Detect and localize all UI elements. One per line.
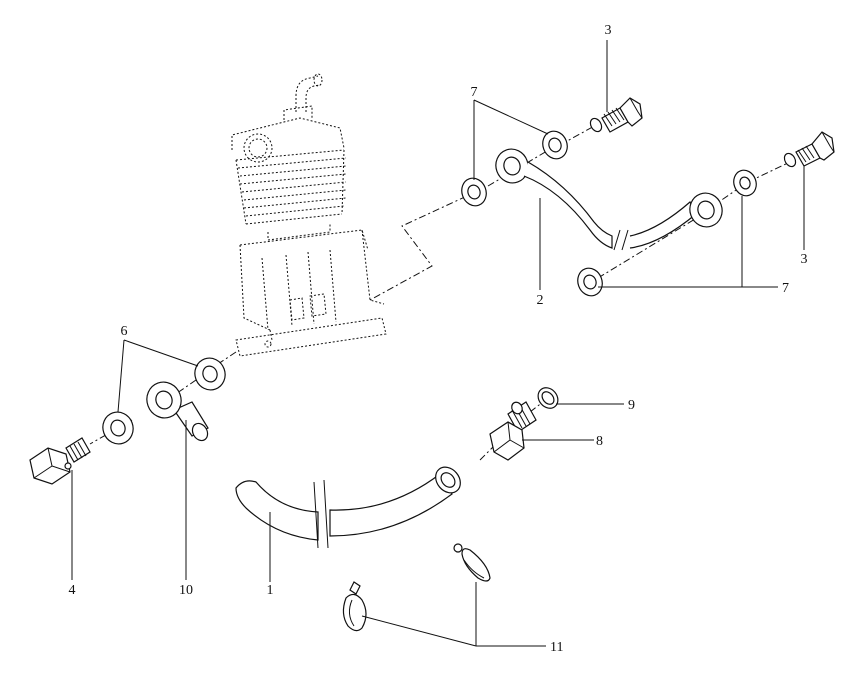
hose-clamps <box>342 543 491 632</box>
centerlines <box>89 123 791 461</box>
o-ring <box>537 387 559 409</box>
label-part-2: 2 <box>537 293 544 308</box>
label-part-8: 8 <box>596 434 603 449</box>
hose <box>235 466 461 549</box>
sealing-washers-7 <box>461 130 757 297</box>
hex-bolt <box>29 437 91 485</box>
sealing-washers-6 <box>102 357 226 445</box>
label-part-7-top: 7 <box>471 85 478 100</box>
leader-lines <box>71 40 805 647</box>
compressor-body <box>231 73 387 357</box>
banjo-bolt-right <box>783 131 835 168</box>
label-part-11: 11 <box>550 640 563 655</box>
label-part-4: 4 <box>69 583 76 598</box>
label-part-3-top: 3 <box>605 23 612 38</box>
label-part-7-right: 7 <box>782 281 789 296</box>
label-part-9: 9 <box>628 398 635 413</box>
label-part-1: 1 <box>267 583 274 598</box>
label-part-3-right: 3 <box>801 252 808 267</box>
discharge-pipe <box>495 148 723 251</box>
banjo-bolt-upper <box>589 97 643 133</box>
union-fitting <box>489 401 537 461</box>
part-numbers: 3 7 3 2 7 6 9 8 4 10 1 11 <box>69 23 808 655</box>
label-part-6: 6 <box>121 324 128 339</box>
label-part-10: 10 <box>179 583 193 598</box>
banjo-fitting <box>146 381 209 442</box>
